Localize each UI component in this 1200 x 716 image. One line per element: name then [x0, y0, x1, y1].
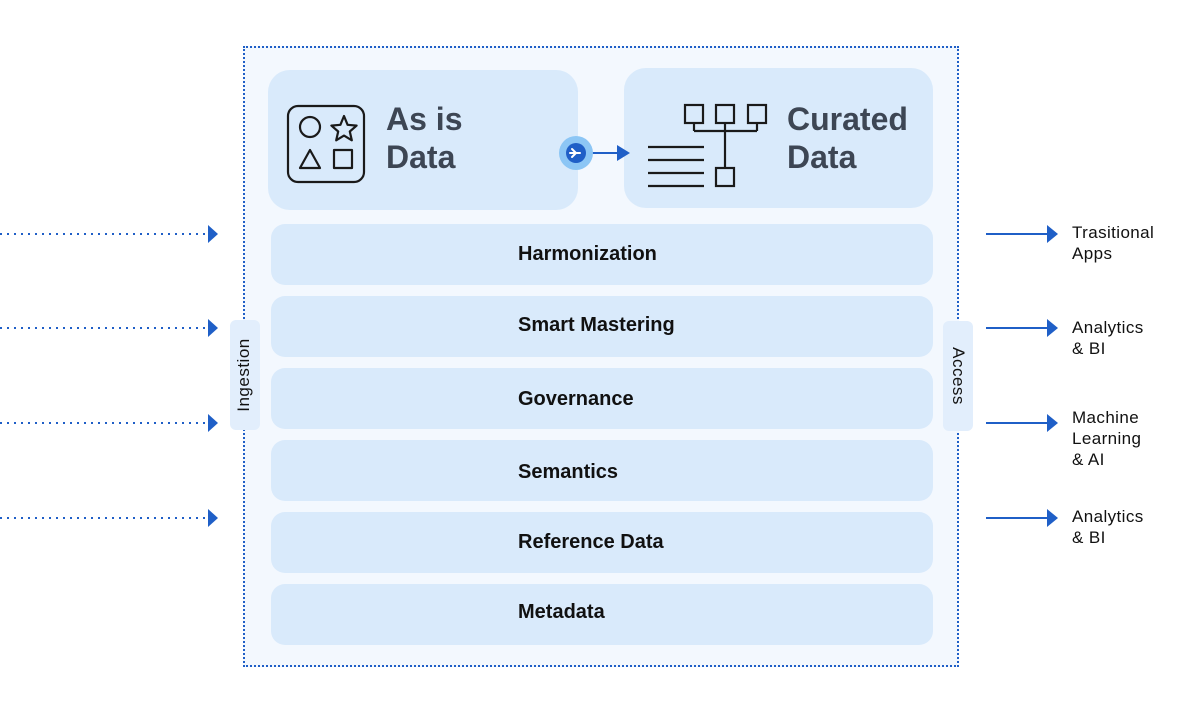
access-arrow-3 [986, 414, 1058, 432]
layer-label-governance: Governance [518, 388, 634, 410]
layer-governance [271, 368, 933, 429]
ingestion-arrow-4 [0, 509, 218, 527]
layer-label-semantics: Semantics [518, 461, 619, 483]
curated-data-title: Curated Data [787, 101, 908, 175]
ingestion-arrow-3 [0, 414, 218, 432]
access-label: Access [949, 347, 968, 405]
layer-label-smart-mastering: Smart Mastering [518, 314, 675, 336]
ingestion-arrows [0, 225, 218, 527]
output-label-analytics-bi-2: Analytics & BI [1072, 507, 1144, 547]
access-arrow-1 [986, 225, 1058, 243]
access-tab [943, 321, 973, 431]
output-label-analytics-bi-1: Analytics & BI [1072, 318, 1144, 358]
ingestion-tab [230, 320, 260, 430]
curated-data-card [624, 68, 933, 208]
layer-label-metadata: Metadata [518, 601, 605, 623]
layer-harmonization [271, 224, 933, 285]
access-arrow-2 [986, 319, 1058, 337]
ingestion-arrow-2 [0, 319, 218, 337]
access-arrows [986, 225, 1058, 527]
output-label-traditional-apps: Trasitional Apps [1072, 223, 1155, 263]
access-arrow-4 [986, 509, 1058, 527]
as-is-data-title: As is Data [386, 101, 463, 175]
layer-label-reference-data: Reference Data [518, 531, 664, 553]
layer-semantics [271, 440, 933, 501]
layer-reference-data [271, 512, 933, 573]
output-label-machine-learning: Machine Learning & AI [1072, 408, 1142, 469]
layer-label-harmonization: Harmonization [518, 243, 657, 265]
ingestion-label: Ingestion [234, 338, 253, 412]
layer-metadata [271, 584, 933, 645]
ingestion-arrow-1 [0, 225, 218, 243]
layer-smart-mastering [271, 296, 933, 357]
